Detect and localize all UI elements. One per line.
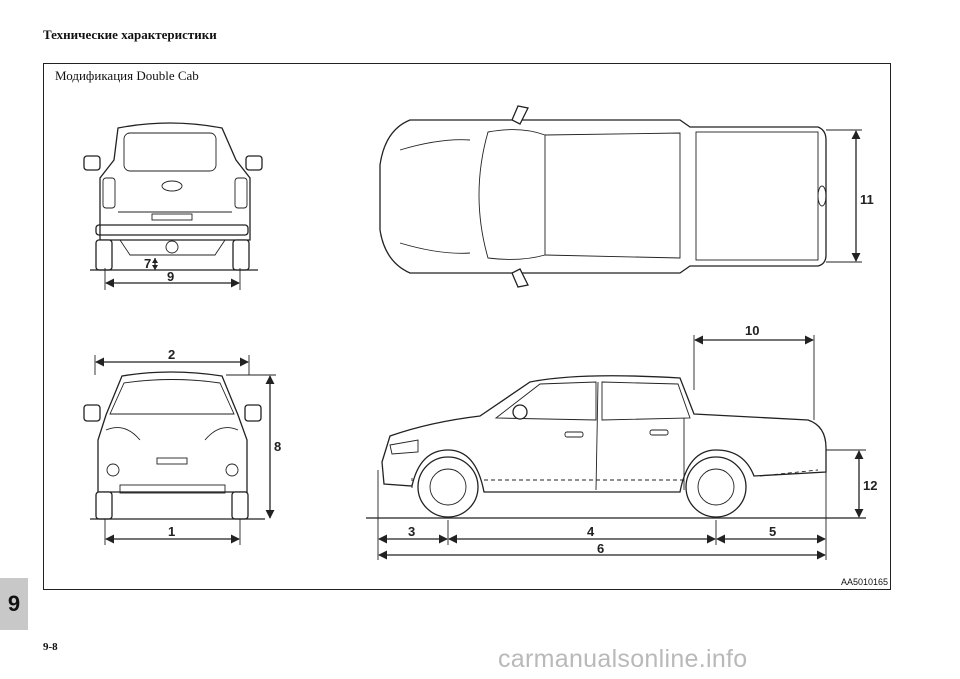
figure-caption: Модификация Double Cab [55, 68, 199, 83]
side-view-drawing [366, 335, 866, 560]
watermark: carmanualsonline.info [498, 645, 748, 673]
rear-view-drawing [83, 122, 263, 290]
dimension-label-9: 9 [167, 269, 174, 284]
dimension-label-4: 4 [587, 524, 595, 539]
dimension-label-1: 1 [168, 524, 175, 539]
figure-frame [43, 63, 891, 590]
dimension-label-2: 2 [168, 347, 175, 362]
chapter-tab: 9 [0, 578, 28, 630]
dimension-label-7: 7 [144, 256, 151, 271]
dimension-label-5: 5 [769, 524, 776, 539]
page-number: 9-8 [43, 641, 58, 653]
figure-image-code: AA5010165 [841, 577, 889, 587]
front-view-drawing [83, 355, 276, 545]
dimension-label-10: 10 [745, 323, 759, 338]
dimension-label-3: 3 [408, 524, 415, 539]
dimension-label-11: 11 [860, 192, 874, 207]
page-header-title: Технические характеристики [43, 27, 217, 42]
dimension-label-6: 6 [597, 541, 604, 556]
dimension-label-12: 12 [863, 478, 877, 493]
top-view-drawing [379, 105, 862, 288]
dimension-label-8: 8 [274, 439, 281, 454]
